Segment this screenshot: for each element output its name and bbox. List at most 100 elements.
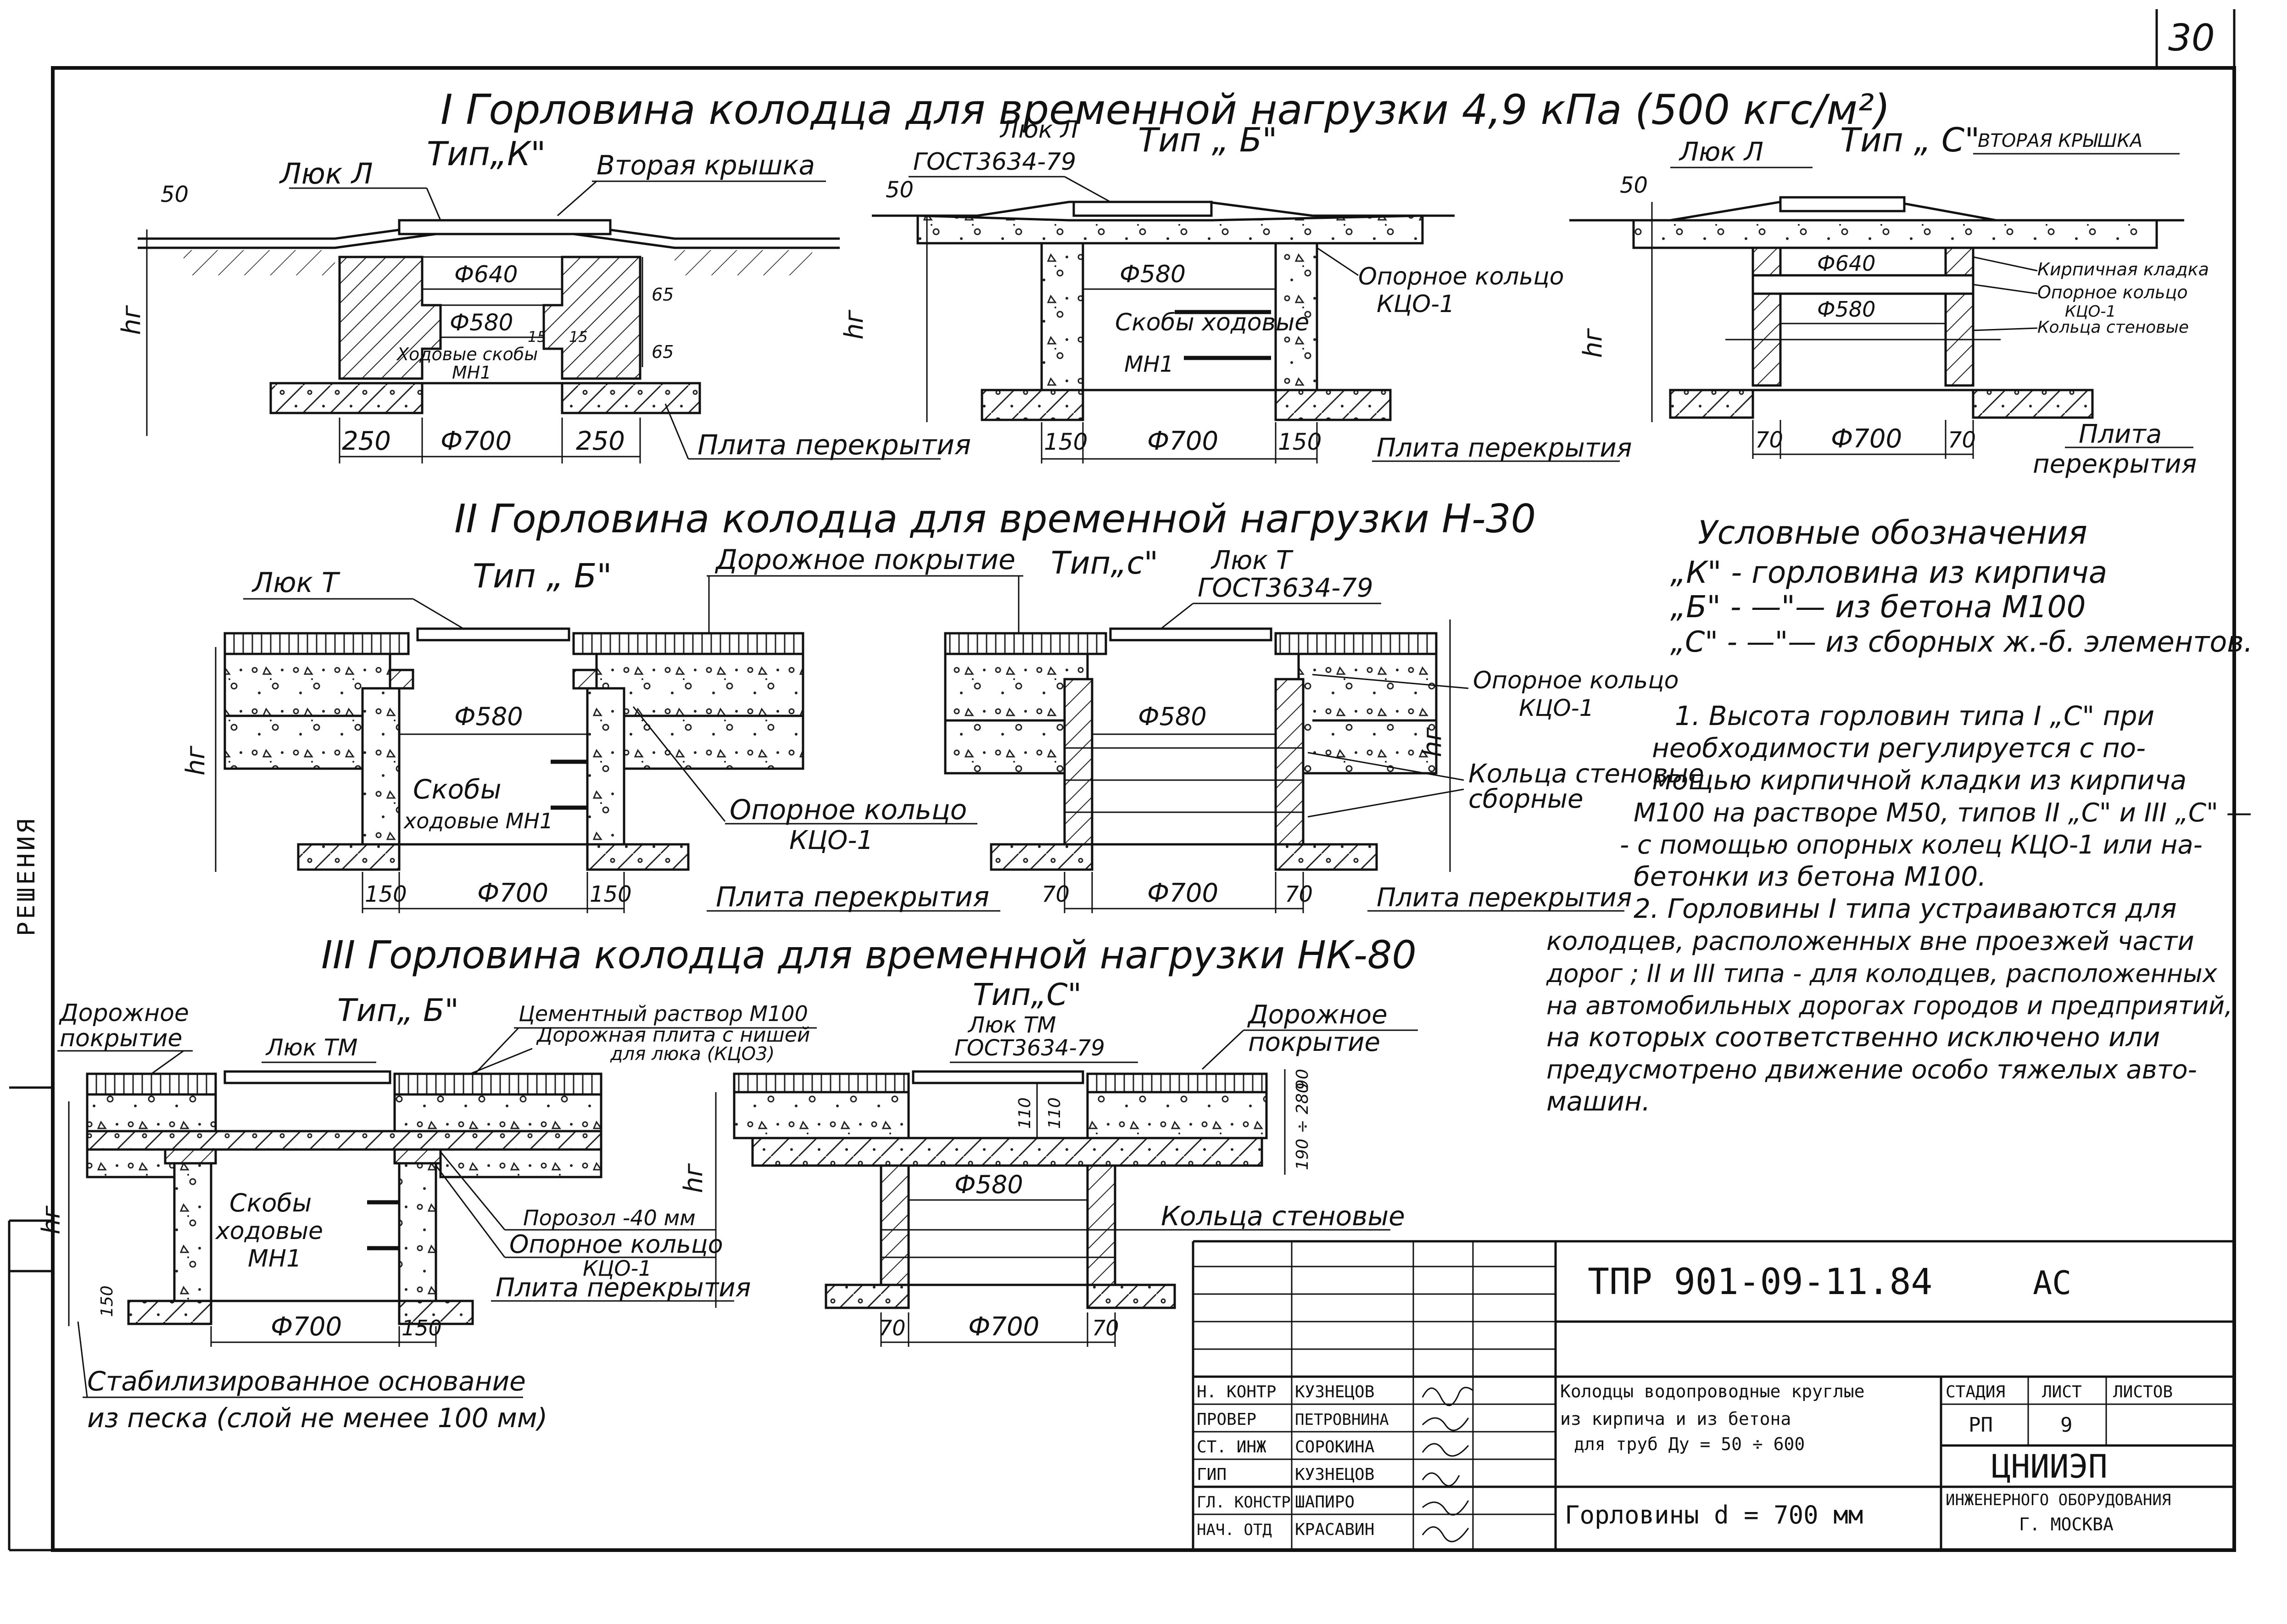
legend-item-k: „К" - горловина из кирпича (1670, 555, 2107, 590)
s2-type-b-steps-code: ходовые МН1 (403, 809, 553, 833)
s3-type-b-dim-bottom: Ф700 (271, 1312, 342, 1342)
note-line: бетонки из бетона М100. (1634, 861, 1986, 892)
s2-type-b-wall-right: 150 (590, 882, 632, 907)
s2-type-b-steps-label: Скобы (413, 774, 502, 805)
section-1: I Горловина колодца для временной нагруз… (117, 86, 2209, 479)
s3-type-c-hatch: Люк ТМ (967, 1012, 1056, 1038)
sheet-title: Горловины d = 700 мм (1565, 1501, 1863, 1529)
type-b-dim-bottom: Ф700 (1147, 426, 1218, 456)
project-code: ТПР 901-09-11.84 (1588, 1261, 1932, 1303)
org-line-2: ИНЖЕНЕРНОГО ОБОРУДОВАНИЯ (1946, 1491, 2171, 1509)
note-line: колодцев, расположенных вне проезжей час… (1546, 926, 2194, 956)
type-c-wall-right: 70 (1948, 427, 1976, 453)
sheet-header: ЛИСТ (2042, 1383, 2082, 1401)
notes: 1. Высота горловин типа I „С" при необхо… (1546, 700, 2252, 1117)
type-c-dim-top: Ф640 (1817, 251, 1875, 276)
s3-type-b-road-cover: Дорожное (59, 999, 189, 1027)
s3-type-b-road-slab-2: для люка (КЦО3) (610, 1044, 775, 1065)
mark: АС (2033, 1264, 2071, 1302)
s2-type-c-hatch: Люк Т (1210, 546, 1294, 575)
type-b-dim-inner: Ф580 (1120, 261, 1186, 288)
s2-type-c-gost: ГОСТ3634-79 (1198, 573, 1373, 603)
section-3-title: III Горловина колодца для временной нагр… (321, 932, 1417, 977)
note-line: необходимости регулируется с по- (1652, 732, 2146, 764)
s2-type-b-dim-inner: Ф580 (454, 702, 523, 731)
type-c-dim-inner: Ф580 (1817, 297, 1875, 322)
section-1-title: I Горловина колодца для временной нагруз… (441, 86, 1890, 134)
signature (1422, 1443, 1469, 1457)
type-k-cover-h: 50 (161, 182, 189, 207)
type-k-slab-label: Плита перекрытия (697, 429, 971, 461)
s2-type-c-height: hг (1417, 727, 1447, 757)
section-2: II Горловина колодца для временной нагру… (181, 496, 1704, 913)
side-label: РЕШЕНИЯ (13, 816, 40, 936)
s3-type-c-gost: ГОСТ3634-79 (954, 1035, 1105, 1061)
stage-header: СТАДИЯ (1946, 1383, 2005, 1401)
note-line: на которых соответственно исключено или (1546, 1021, 2160, 1053)
role-label: Н. КОНТР (1197, 1383, 1276, 1401)
s3-type-b-ring: Опорное кольцо (509, 1230, 723, 1259)
legend-item-b: „Б" - —"— из бетона М100 (1670, 589, 2086, 625)
s3-type-c-dim-bottom: Ф700 (968, 1312, 1039, 1342)
s3-type-c-wall-left: 70 (879, 1316, 906, 1340)
s2-type-c-wall-left: 70 (1042, 882, 1070, 907)
section-2-type-b: Тип „ Б" Люк Т Ф580 Скобы ходовые МН1 (181, 557, 1000, 913)
sheet-frame (51, 66, 2236, 1552)
note-line: на автомобильных дорогах городов и предп… (1546, 991, 2232, 1020)
s2-type-b-dim-bottom: Ф700 (477, 878, 548, 908)
note-line: - с помощью опорных колец КЦО-1 или на- (1620, 830, 2203, 860)
role-label: НАЧ. ОТД (1197, 1521, 1272, 1539)
note-line: предусмотрено движение особо тяжелых авт… (1546, 1055, 2197, 1085)
note-line: 1. Высота горловин типа I „С" при (1675, 700, 2154, 731)
type-c-slab-label: Плита (2079, 419, 2162, 449)
s3-type-b-base-dim: 150 (98, 1285, 117, 1317)
section-3-type-b: Тип„ Б" Дорожное покрытие Люк ТМ Цементн… (37, 993, 817, 1434)
signature (1422, 1417, 1469, 1431)
s3-type-c-road-cover-2: покрытие (1248, 1027, 1380, 1057)
road-cover-label: Дорожное покрытие (714, 544, 1015, 576)
note-line: 2. Горловины I типа устраиваются для (1634, 893, 2177, 924)
s3-type-b-cement: Цементный раствор М100 (519, 1001, 808, 1026)
note-line: М100 на растворе М50, типов II „С" и III… (1634, 798, 2252, 828)
s2-type-c-wall-right: 70 (1285, 882, 1313, 907)
s2-type-c-ring: Опорное кольцо (1473, 667, 1679, 694)
type-b-ring-label: Опорное кольцо (1358, 263, 1564, 290)
type-k-dim-v3: 15 (528, 328, 547, 346)
role-name: ШАПИРО (1295, 1493, 1355, 1512)
section-3-type-c: Тип„С" Люк ТМ ГОСТ3634-79 Дорожное покры… (679, 977, 1418, 1347)
s3-type-c-v-b: 110 (1045, 1097, 1064, 1129)
s2-type-b-slab: Плита перекрытия (716, 881, 989, 913)
s2-type-c-wall-rings-2: сборные (1468, 784, 1583, 814)
signature (1422, 1387, 1473, 1406)
legend: Условные обозначения „К" - горловина из … (1670, 514, 2253, 659)
note-line: машин. (1546, 1086, 1650, 1117)
desc-line-1: Колодцы водопроводные круглые (1560, 1381, 1864, 1401)
role-name: КРАСАВИН (1295, 1520, 1374, 1539)
org-name: ЦНИИЭП (1991, 1448, 2108, 1485)
s3-type-b-label: Тип„ Б" (337, 993, 459, 1029)
s3-type-c-wall-rings: Кольца стеновые (1161, 1200, 1405, 1232)
type-c-wall-rings: Кольца стеновые (2037, 318, 2189, 337)
sheets-header: ЛИСТОВ (2113, 1383, 2173, 1401)
type-k-wall-right: 250 (576, 426, 625, 456)
type-c-label: Тип „ С" (1840, 121, 1980, 159)
note-line: дорог ; II и III типа - для колодцев, ра… (1546, 959, 2218, 988)
type-b-slab-label: Плита перекрытия (1377, 433, 1632, 463)
type-c-ring-label: Опорное кольцо (2037, 282, 2188, 302)
type-c-cover-h: 50 (1620, 173, 1648, 198)
s2-type-c-dim-bottom: Ф700 (1147, 878, 1218, 908)
type-k-dim-inner: Ф580 (450, 309, 513, 336)
s3-type-b-steps-label: Скобы (229, 1189, 312, 1217)
s3-type-b-steps-code-2: МН1 (248, 1245, 301, 1272)
s2-type-b-wall-left: 150 (365, 882, 407, 907)
section-1-type-b: Тип „ Б" Люк Л ГОСТ3634-79 Ф580 Скобы хо… (839, 116, 1632, 463)
type-c-wall-left: 70 (1755, 427, 1783, 453)
s3-type-c-road-cover: Дорожное (1247, 1000, 1388, 1030)
s3-type-c-v-a: 110 (1015, 1097, 1034, 1129)
s3-type-b-road-cover-2: покрытие (60, 1025, 182, 1052)
type-b-label: Тип „ Б" (1138, 121, 1277, 159)
type-b-ring-code: КЦО-1 (1377, 290, 1455, 318)
role-name: КУЗНЕЦОВ (1295, 1465, 1374, 1484)
s3-type-c-label: Тип„С" (973, 977, 1082, 1012)
